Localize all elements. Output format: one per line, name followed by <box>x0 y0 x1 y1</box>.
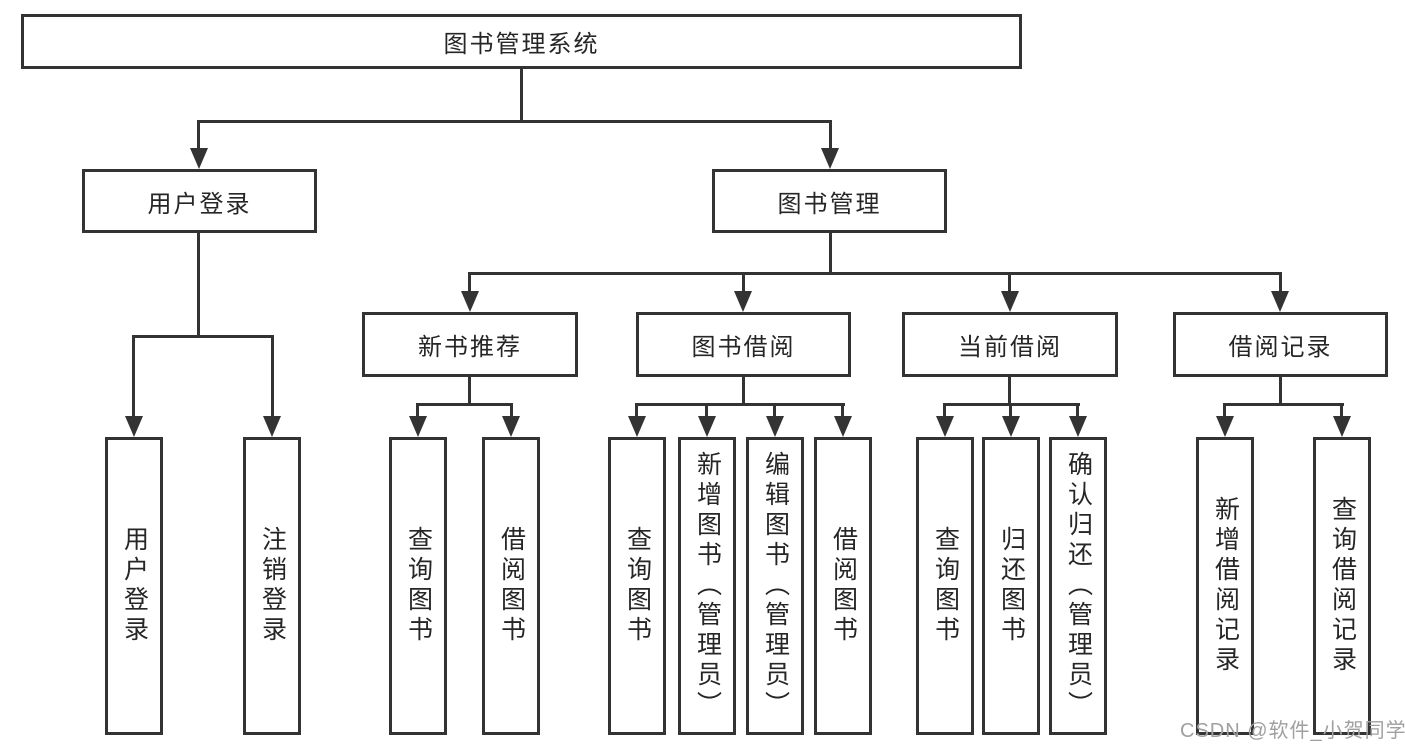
connector-vline <box>197 233 200 337</box>
connector-vline <box>132 335 135 416</box>
arrowhead-down-icon <box>409 416 427 437</box>
connector-vline <box>773 403 776 416</box>
node-borrowing-records: 借阅记录 <box>1173 312 1388 377</box>
leaf-add-books-admin: 新增图书（管理员） <box>678 437 736 735</box>
connector-vline <box>841 403 844 416</box>
node-library-management-system: 图书管理系统 <box>21 14 1022 69</box>
arrowhead-down-icon <box>461 291 479 312</box>
leaf-logout: 注销登录 <box>243 437 301 735</box>
leaf-borrow-books: 借阅图书 <box>814 437 872 735</box>
connector-vline <box>510 403 513 416</box>
connector-vline <box>271 335 274 416</box>
arrowhead-down-icon <box>834 416 852 437</box>
connector-vline <box>829 233 832 272</box>
leaf-borrow-books-recommend: 借阅图书 <box>482 437 540 735</box>
connector-vline <box>416 403 419 416</box>
leaf-add-borrow-record: 新增借阅记录 <box>1196 437 1254 735</box>
connector-vline <box>468 272 471 293</box>
arrowhead-down-icon <box>734 291 752 312</box>
leaf-query-books-recommend: 查询图书 <box>389 437 447 735</box>
node-new-book-recommendation: 新书推荐 <box>362 312 578 377</box>
connector-vline <box>1223 403 1226 416</box>
connector-vline <box>1340 403 1343 416</box>
leaf-user-login: 用户登录 <box>105 437 163 735</box>
node-current-borrowing: 当前借阅 <box>902 312 1118 377</box>
arrowhead-down-icon <box>628 416 646 437</box>
leaf-query-books-borrow: 查询图书 <box>608 437 666 735</box>
node-book-borrowing: 图书借阅 <box>636 312 851 377</box>
arrowhead-down-icon <box>936 416 954 437</box>
connector-vline <box>1076 403 1079 416</box>
arrowhead-down-icon <box>1001 291 1019 312</box>
connector-vline <box>1009 403 1012 416</box>
connector-vline <box>742 272 745 293</box>
connector-vline <box>635 403 638 416</box>
csdn-watermark: CSDN @软件_小贺同学 <box>1180 720 1405 742</box>
arrowhead-down-icon <box>190 148 208 169</box>
connector-vline <box>705 403 708 416</box>
connector-vline <box>520 69 523 120</box>
connector-vline <box>197 120 200 150</box>
connector-vline <box>943 403 946 416</box>
arrowhead-down-icon <box>1069 416 1087 437</box>
connector-vline <box>1008 377 1011 403</box>
connector-vline <box>1008 272 1011 293</box>
connector-hline <box>416 403 512 406</box>
leaf-return-books: 归还图书 <box>982 437 1040 735</box>
arrowhead-down-icon <box>766 416 784 437</box>
arrowhead-down-icon <box>821 148 839 169</box>
connector-hline <box>635 403 845 406</box>
leaf-query-borrow-record: 查询借阅记录 <box>1313 437 1371 735</box>
connector-vline <box>742 377 745 403</box>
connector-vline <box>829 120 832 150</box>
leaf-confirm-return-admin: 确认归还（管理员） <box>1049 437 1107 735</box>
connector-hline <box>468 272 1282 275</box>
arrowhead-down-icon <box>1333 416 1351 437</box>
arrowhead-down-icon <box>1002 416 1020 437</box>
leaf-query-books-current: 查询图书 <box>916 437 974 735</box>
connector-vline <box>468 377 471 403</box>
connector-hline <box>197 120 832 123</box>
arrowhead-down-icon <box>263 416 281 437</box>
arrowhead-down-icon <box>698 416 716 437</box>
connector-vline <box>1279 272 1282 293</box>
leaf-edit-books-admin: 编辑图书（管理员） <box>746 437 804 735</box>
arrowhead-down-icon <box>1271 291 1289 312</box>
arrowhead-down-icon <box>125 416 143 437</box>
connector-vline <box>1279 377 1282 403</box>
connector-hline <box>1223 403 1344 406</box>
node-book-management: 图书管理 <box>712 169 947 233</box>
connector-hline <box>132 335 274 338</box>
node-user-login: 用户登录 <box>82 169 317 233</box>
arrowhead-down-icon <box>502 416 520 437</box>
arrowhead-down-icon <box>1216 416 1234 437</box>
